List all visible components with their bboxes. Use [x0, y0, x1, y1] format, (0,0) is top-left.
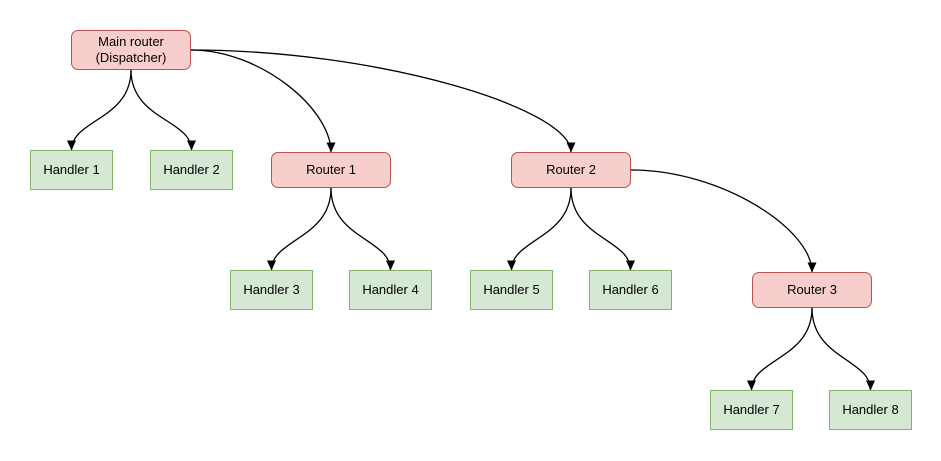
- node-handler-4: Handler 4: [349, 270, 432, 310]
- node-label: Handler 4: [362, 281, 419, 297]
- node-label: Handler 3: [243, 281, 300, 297]
- edge-group: [67, 49, 875, 391]
- node-label: Router 2: [546, 161, 596, 177]
- node-handler-1: Handler 1: [30, 150, 113, 190]
- node-label: Handler 5: [483, 281, 540, 297]
- node-label: (Dispatcher): [95, 50, 167, 65]
- node-handler-6: Handler 6: [589, 270, 672, 310]
- node-handler-8: Handler 8: [829, 390, 912, 430]
- edge-router-2-to-router-3: [630, 169, 817, 273]
- node-router-3: Router 3: [752, 272, 872, 308]
- node-label: Handler 1: [43, 161, 100, 177]
- node-label: Main router: [98, 33, 164, 49]
- edge-main-router-to-router-2: [190, 49, 576, 153]
- node-router-1: Router 1: [271, 152, 391, 188]
- edge-router-3-to-handler-7: [747, 307, 813, 391]
- node-handler-5: Handler 5: [470, 270, 553, 310]
- node-label: Handler 6: [602, 281, 659, 297]
- edge-router-3-to-handler-8: [811, 307, 875, 391]
- edge-router-2-to-handler-6: [570, 187, 635, 271]
- node-router-2: Router 2: [511, 152, 631, 188]
- node-main-router: Main router(Dispatcher): [71, 30, 191, 70]
- node-label: Handler 2: [163, 161, 220, 177]
- node-handler-2: Handler 2: [150, 150, 233, 190]
- edge-main-router-to-router-1: [190, 49, 336, 153]
- node-label: Handler 8: [842, 401, 899, 417]
- node-label: Handler 7: [723, 401, 780, 417]
- node-label: Router 3: [787, 281, 837, 297]
- edge-main-router-to-handler-2: [130, 69, 196, 151]
- node-handler-3: Handler 3: [230, 270, 313, 310]
- edge-router-1-to-handler-3: [267, 187, 332, 271]
- node-label: Router 1: [306, 161, 356, 177]
- node-handler-7: Handler 7: [710, 390, 793, 430]
- edge-main-router-to-handler-1: [67, 69, 132, 151]
- edge-router-1-to-handler-4: [330, 187, 395, 271]
- edge-router-2-to-handler-5: [507, 187, 572, 271]
